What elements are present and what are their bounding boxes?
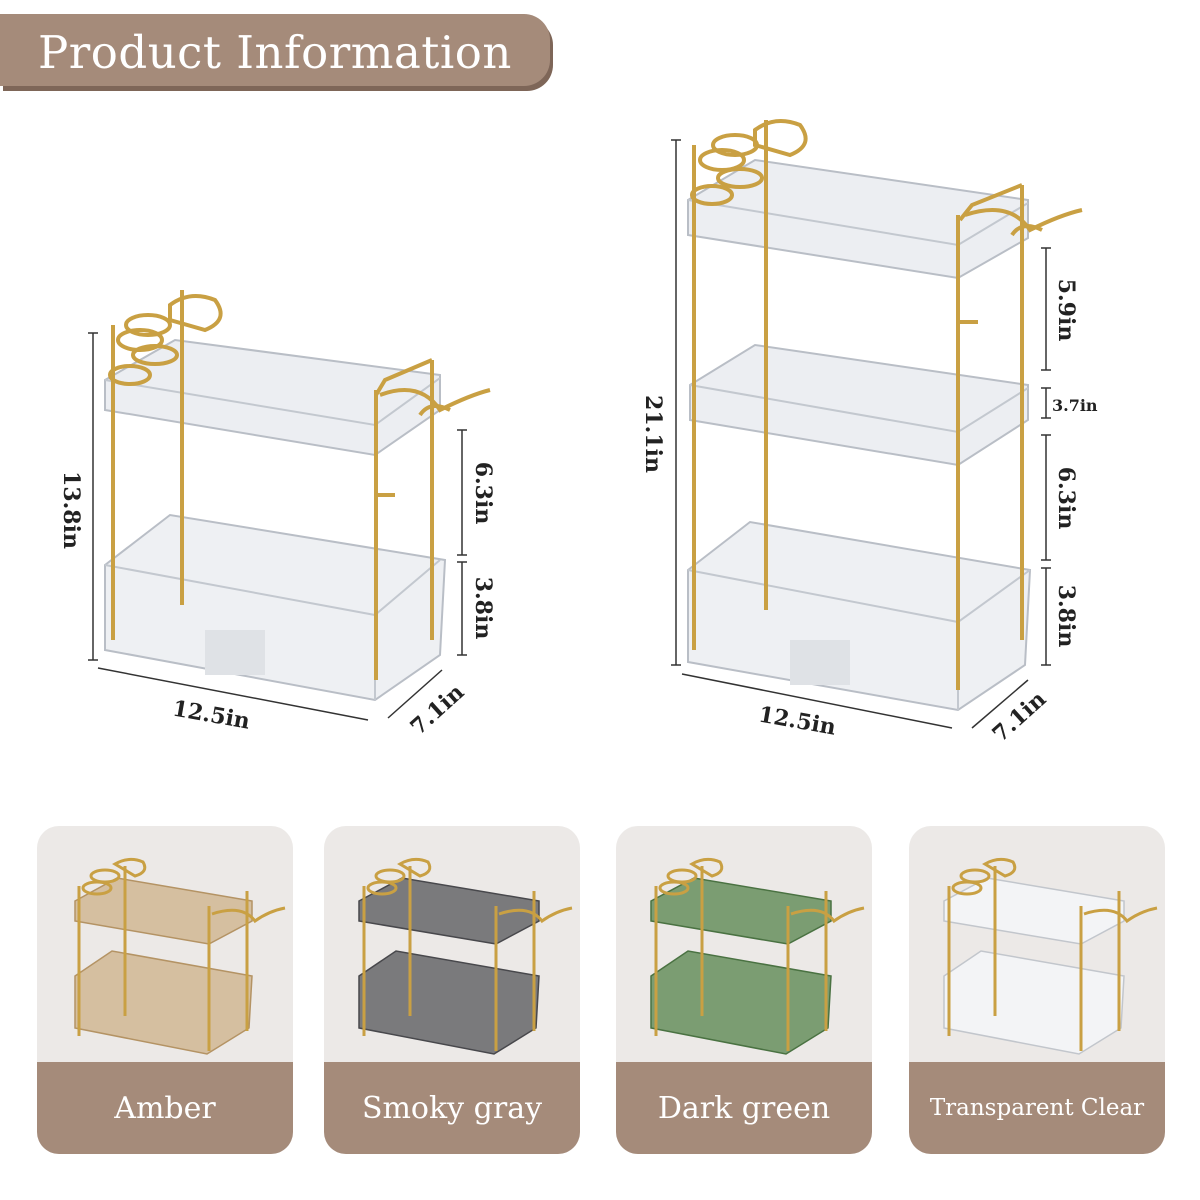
small-height-label: 13.8in [58,471,84,549]
dimension-diagrams: 13.8in 6.3in 3.8in 12.5in 7.1in [58,119,1098,747]
large-width-label: 12.5in [757,702,838,741]
small-depth-label: 7.1in [405,679,469,740]
color-card-dark-green[interactable]: Dark green [616,826,872,1154]
small-width-label: 12.5in [171,696,252,735]
page-title: Product Information [38,26,512,79]
color-card-amber[interactable]: Amber [37,826,293,1154]
large-height-label: 21.1in [640,395,666,473]
large-tray-label: 3.7in [1052,396,1098,415]
large-top-gap-label: 5.9in [1053,279,1079,342]
small-rack-image [104,290,491,702]
dark-green-rack-image [650,857,865,1055]
large-depth-label: 7.1in [987,686,1051,747]
color-label-dark-green: Dark green [616,1062,872,1154]
amber-rack-image [74,857,286,1055]
large-rack-image [687,119,1083,712]
color-card-smoky-gray[interactable]: Smoky gray [324,826,580,1154]
header-banner: Product Information [0,14,550,86]
color-label-smoky-gray: Smoky gray [324,1062,580,1154]
large-lower-box-label: 3.8in [1053,585,1079,648]
small-lower-box-label: 3.8in [470,577,496,640]
color-label-transparent-clear: Transparent Clear [909,1062,1165,1154]
color-card-transparent-clear[interactable]: Transparent Clear [909,826,1165,1154]
color-label-amber: Amber [37,1062,293,1154]
large-upper-gap-label: 6.3in [1053,467,1079,530]
smoky-gray-rack-image [358,857,573,1055]
transparent-clear-rack-image [943,857,1158,1055]
small-upper-gap-label: 6.3in [470,462,496,525]
